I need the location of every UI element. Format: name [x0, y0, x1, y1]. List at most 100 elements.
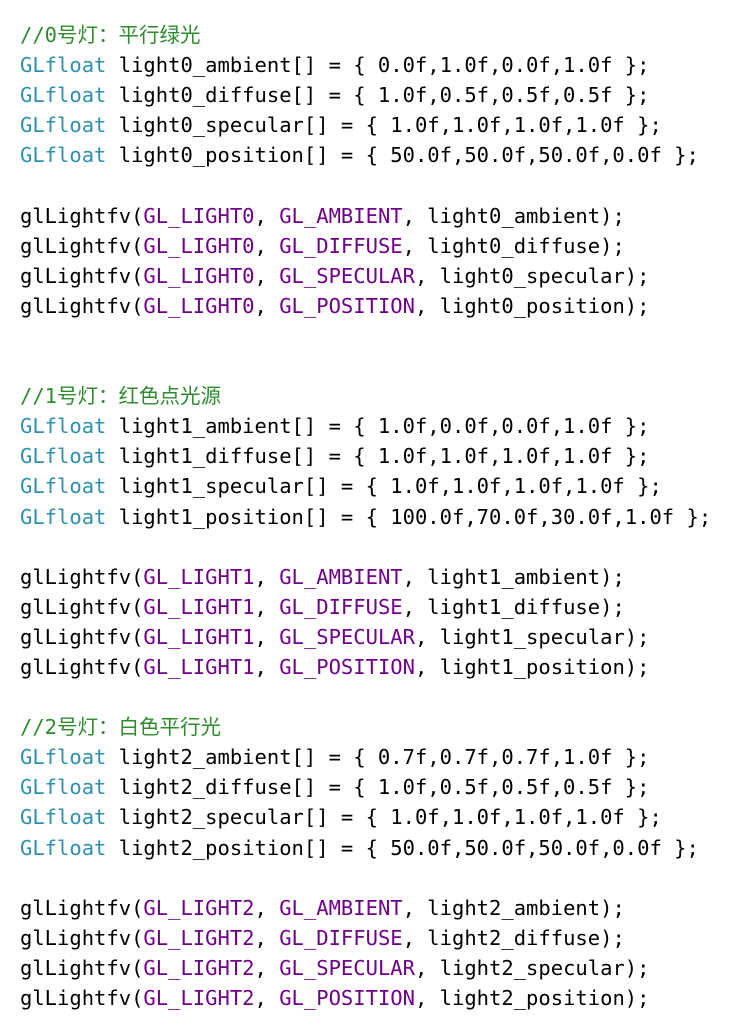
constant: GL_DIFFUSE: [279, 594, 403, 619]
constant: GL_LIGHT0: [143, 263, 255, 288]
comment: //2号灯：白色平行光: [20, 715, 222, 740]
code-text: , light0_specular);: [414, 263, 650, 288]
code-line: GLfloat light2_specular[] = { 1.0f,1.0f,…: [20, 802, 711, 832]
code-line: glLightfv(GL_LIGHT1, GL_SPECULAR, light1…: [20, 622, 711, 652]
code-block: //0号灯：平行绿光 GLfloat light0_ambient[] = { 0…: [20, 20, 711, 1013]
code-line: GLfloat light2_ambient[] = { 0.7f,0.7f,0…: [20, 742, 711, 772]
code-line: //2号灯：白色平行光: [20, 712, 711, 742]
blank-line: [20, 532, 711, 562]
constant: GL_DIFFUSE: [279, 233, 403, 258]
code-text: ,: [254, 654, 280, 679]
code-text: ,: [254, 594, 280, 619]
constant: GL_POSITION: [279, 654, 415, 679]
code-line: glLightfv(GL_LIGHT1, GL_DIFFUSE, light1_…: [20, 592, 711, 622]
constant: GL_LIGHT0: [143, 233, 255, 258]
code-line: glLightfv(GL_LIGHT0, GL_POSITION, light0…: [20, 291, 711, 321]
constant: GL_SPECULAR: [279, 624, 415, 649]
constant: GL_LIGHT2: [143, 986, 255, 1010]
code-text: ,: [254, 564, 280, 589]
type-keyword: GLfloat: [20, 53, 107, 78]
blank-line: [20, 682, 711, 712]
comment: //1号灯：红色点光源: [20, 384, 222, 409]
code-text: , light1_specular);: [414, 624, 650, 649]
code-line: GLfloat light0_specular[] = { 1.0f,1.0f,…: [20, 110, 711, 140]
code-line: glLightfv(GL_LIGHT0, GL_SPECULAR, light0…: [20, 261, 711, 291]
constant: GL_LIGHT1: [143, 654, 255, 679]
code-text: light0_specular[] = { 1.0f,1.0f,1.0f,1.0…: [106, 113, 662, 138]
code-text: , light2_ambient);: [402, 895, 625, 920]
constant: GL_AMBIENT: [279, 564, 403, 589]
code-line: GLfloat light1_specular[] = { 1.0f,1.0f,…: [20, 471, 711, 501]
code-line: GLfloat light1_diffuse[] = { 1.0f,1.0f,1…: [20, 441, 711, 471]
code-text: , light0_diffuse);: [402, 233, 625, 258]
code-text: , light0_ambient);: [402, 203, 625, 228]
code-text: glLightfv(: [20, 986, 144, 1010]
code-text: , light1_ambient);: [402, 564, 625, 589]
type-keyword: GLfloat: [20, 835, 107, 860]
code-text: glLightfv(: [20, 594, 144, 619]
constant: GL_LIGHT0: [143, 293, 255, 318]
code-text: , light2_position);: [414, 986, 650, 1010]
code-text: , light1_position);: [414, 654, 650, 679]
comment: //0号灯：平行绿光: [20, 23, 201, 47]
constant: GL_LIGHT1: [143, 594, 255, 619]
code-line: glLightfv(GL_LIGHT2, GL_DIFFUSE, light2_…: [20, 923, 711, 953]
code-text: glLightfv(: [20, 654, 144, 679]
code-text: ,: [254, 895, 280, 920]
code-line: GLfloat light1_position[] = { 100.0f,70.…: [20, 502, 711, 532]
code-text: ,: [254, 233, 280, 258]
code-text: light0_position[] = { 50.0f,50.0f,50.0f,…: [106, 143, 699, 168]
constant: GL_DIFFUSE: [279, 925, 403, 950]
code-text: , light2_specular);: [414, 955, 650, 980]
type-keyword: GLfloat: [20, 83, 107, 108]
code-text: glLightfv(: [20, 233, 144, 258]
code-text: ,: [254, 925, 280, 950]
constant: GL_LIGHT2: [143, 895, 255, 920]
type-keyword: GLfloat: [20, 113, 107, 138]
code-text: glLightfv(: [20, 955, 144, 980]
code-line: //0号灯：平行绿光: [20, 20, 711, 50]
code-text: ,: [254, 203, 280, 228]
code-line: GLfloat light2_position[] = { 50.0f,50.0…: [20, 833, 711, 863]
code-text: , light2_diffuse);: [402, 925, 625, 950]
code-text: light0_diffuse[] = { 1.0f,0.5f,0.5f,0.5f…: [106, 83, 650, 108]
constant: GL_SPECULAR: [279, 955, 415, 980]
code-text: ,: [254, 263, 280, 288]
blank-line: [20, 321, 711, 351]
code-text: , light1_diffuse);: [402, 594, 625, 619]
code-text: , light0_position);: [414, 293, 650, 318]
code-text: glLightfv(: [20, 263, 144, 288]
code-line: GLfloat light0_position[] = { 50.0f,50.0…: [20, 140, 711, 170]
type-keyword: GLfloat: [20, 444, 107, 469]
code-line: GLfloat light1_ambient[] = { 1.0f,0.0f,0…: [20, 411, 711, 441]
code-line: glLightfv(GL_LIGHT2, GL_POSITION, light2…: [20, 983, 711, 1013]
code-text: glLightfv(: [20, 895, 144, 920]
type-keyword: GLfloat: [20, 745, 107, 770]
type-keyword: GLfloat: [20, 504, 107, 529]
code-text: glLightfv(: [20, 564, 144, 589]
code-text: light2_ambient[] = { 0.7f,0.7f,0.7f,1.0f…: [106, 745, 650, 770]
constant: GL_POSITION: [279, 293, 415, 318]
constant: GL_LIGHT2: [143, 925, 255, 950]
code-line: glLightfv(GL_LIGHT1, GL_AMBIENT, light1_…: [20, 562, 711, 592]
blank-line: [20, 351, 711, 381]
code-text: light1_position[] = { 100.0f,70.0f,30.0f…: [106, 504, 712, 529]
constant: GL_SPECULAR: [279, 263, 415, 288]
code-text: glLightfv(: [20, 624, 144, 649]
constant: GL_LIGHT1: [143, 624, 255, 649]
code-line: GLfloat light0_diffuse[] = { 1.0f,0.5f,0…: [20, 80, 711, 110]
type-keyword: GLfloat: [20, 414, 107, 439]
constant: GL_AMBIENT: [279, 203, 403, 228]
code-line: GLfloat light0_ambient[] = { 0.0f,1.0f,0…: [20, 50, 711, 80]
code-text: ,: [254, 624, 280, 649]
code-text: ,: [254, 955, 280, 980]
code-line: glLightfv(GL_LIGHT2, GL_AMBIENT, light2_…: [20, 893, 711, 923]
blank-line: [20, 863, 711, 893]
code-text: light0_ambient[] = { 0.0f,1.0f,0.0f,1.0f…: [106, 53, 650, 78]
code-line: glLightfv(GL_LIGHT0, GL_DIFFUSE, light0_…: [20, 231, 711, 261]
code-text: glLightfv(: [20, 203, 144, 228]
code-text: ,: [254, 293, 280, 318]
code-text: light1_specular[] = { 1.0f,1.0f,1.0f,1.0…: [106, 474, 662, 499]
constant: GL_LIGHT1: [143, 564, 255, 589]
code-text: light2_diffuse[] = { 1.0f,0.5f,0.5f,0.5f…: [106, 775, 650, 800]
